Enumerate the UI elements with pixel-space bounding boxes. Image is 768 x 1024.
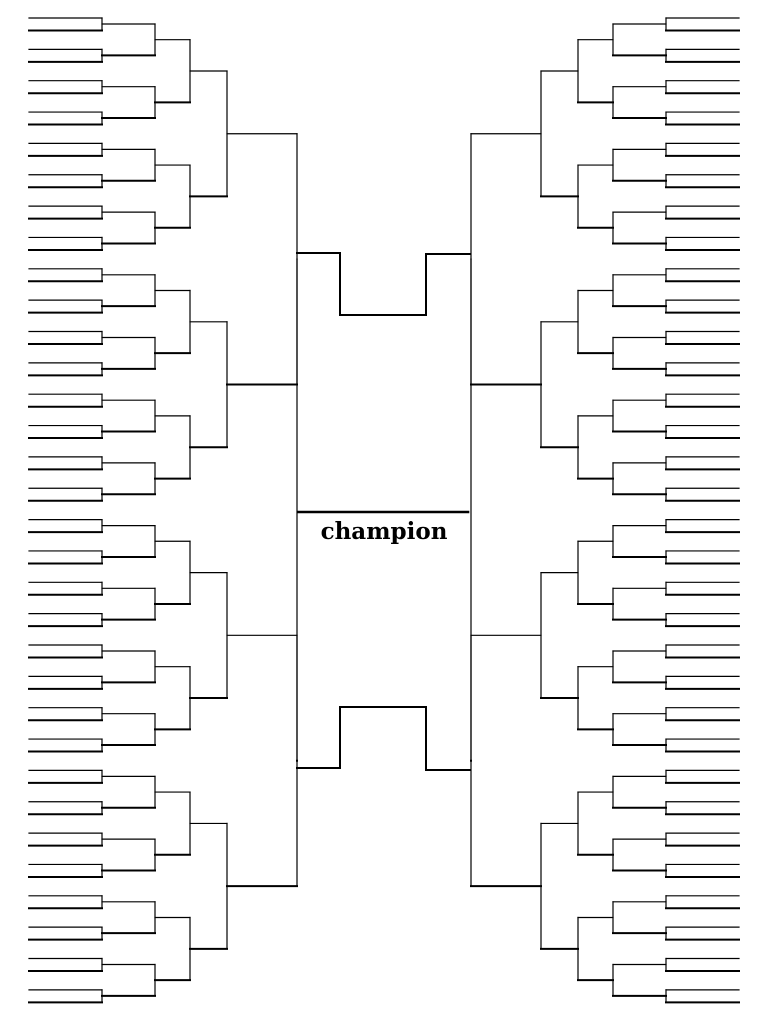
champion-label: champion — [320, 518, 448, 545]
